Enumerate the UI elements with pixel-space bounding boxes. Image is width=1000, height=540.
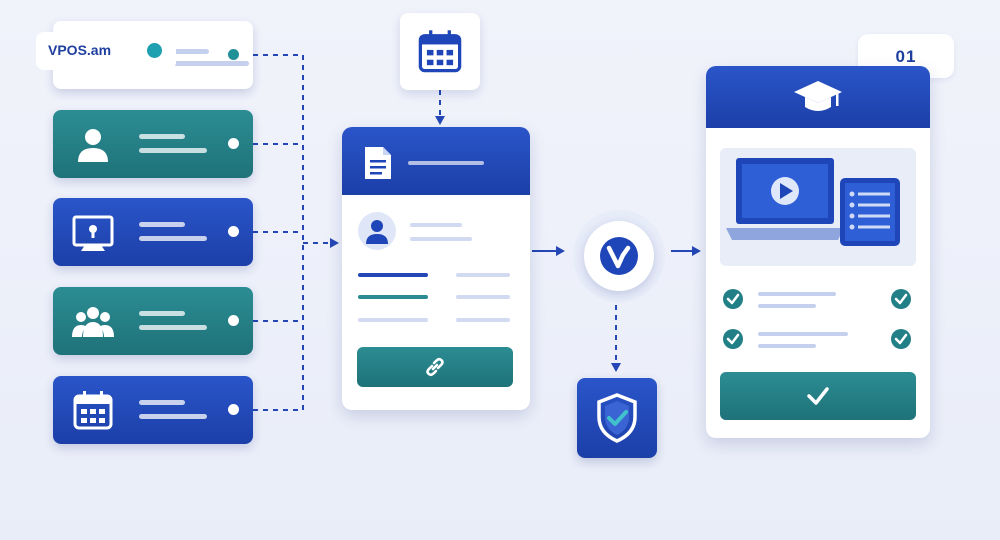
screen-lock-icon [72, 215, 114, 251]
form-card [342, 127, 530, 410]
source-card-screen [53, 198, 253, 266]
step-number: 01 [895, 47, 917, 66]
security-tile [577, 378, 657, 458]
check-icon [891, 289, 911, 309]
brand-name: VPOS.am [48, 42, 112, 58]
schedule-tile [400, 13, 480, 90]
calendar-icon [418, 30, 462, 73]
group-icon [72, 307, 114, 337]
graduation-cap-icon [794, 81, 842, 111]
course-media-panel [720, 148, 916, 266]
check-icon [807, 387, 829, 405]
result-card [706, 66, 930, 438]
check-icon [723, 289, 743, 309]
shield-check-icon [597, 393, 637, 443]
link-button[interactable] [357, 347, 513, 387]
avatar [358, 212, 396, 250]
laptop-video-icon [726, 158, 900, 246]
check-icon [891, 329, 911, 349]
calendar-icon [73, 391, 113, 430]
check-icon [723, 329, 743, 349]
document-icon [365, 147, 391, 179]
source-card-user [53, 110, 253, 178]
brand-badge: VPOS.am [36, 32, 176, 70]
link-icon [426, 357, 444, 377]
confirm-button[interactable] [720, 372, 916, 420]
form-header [342, 127, 530, 195]
result-header [706, 66, 930, 128]
brand-v-icon [600, 237, 638, 275]
source-card-calendar [53, 376, 253, 444]
processor-node [573, 210, 665, 302]
source-card-group [53, 287, 253, 355]
brand-dot [147, 43, 162, 58]
user-icon [78, 129, 108, 162]
user-icon [366, 220, 388, 244]
